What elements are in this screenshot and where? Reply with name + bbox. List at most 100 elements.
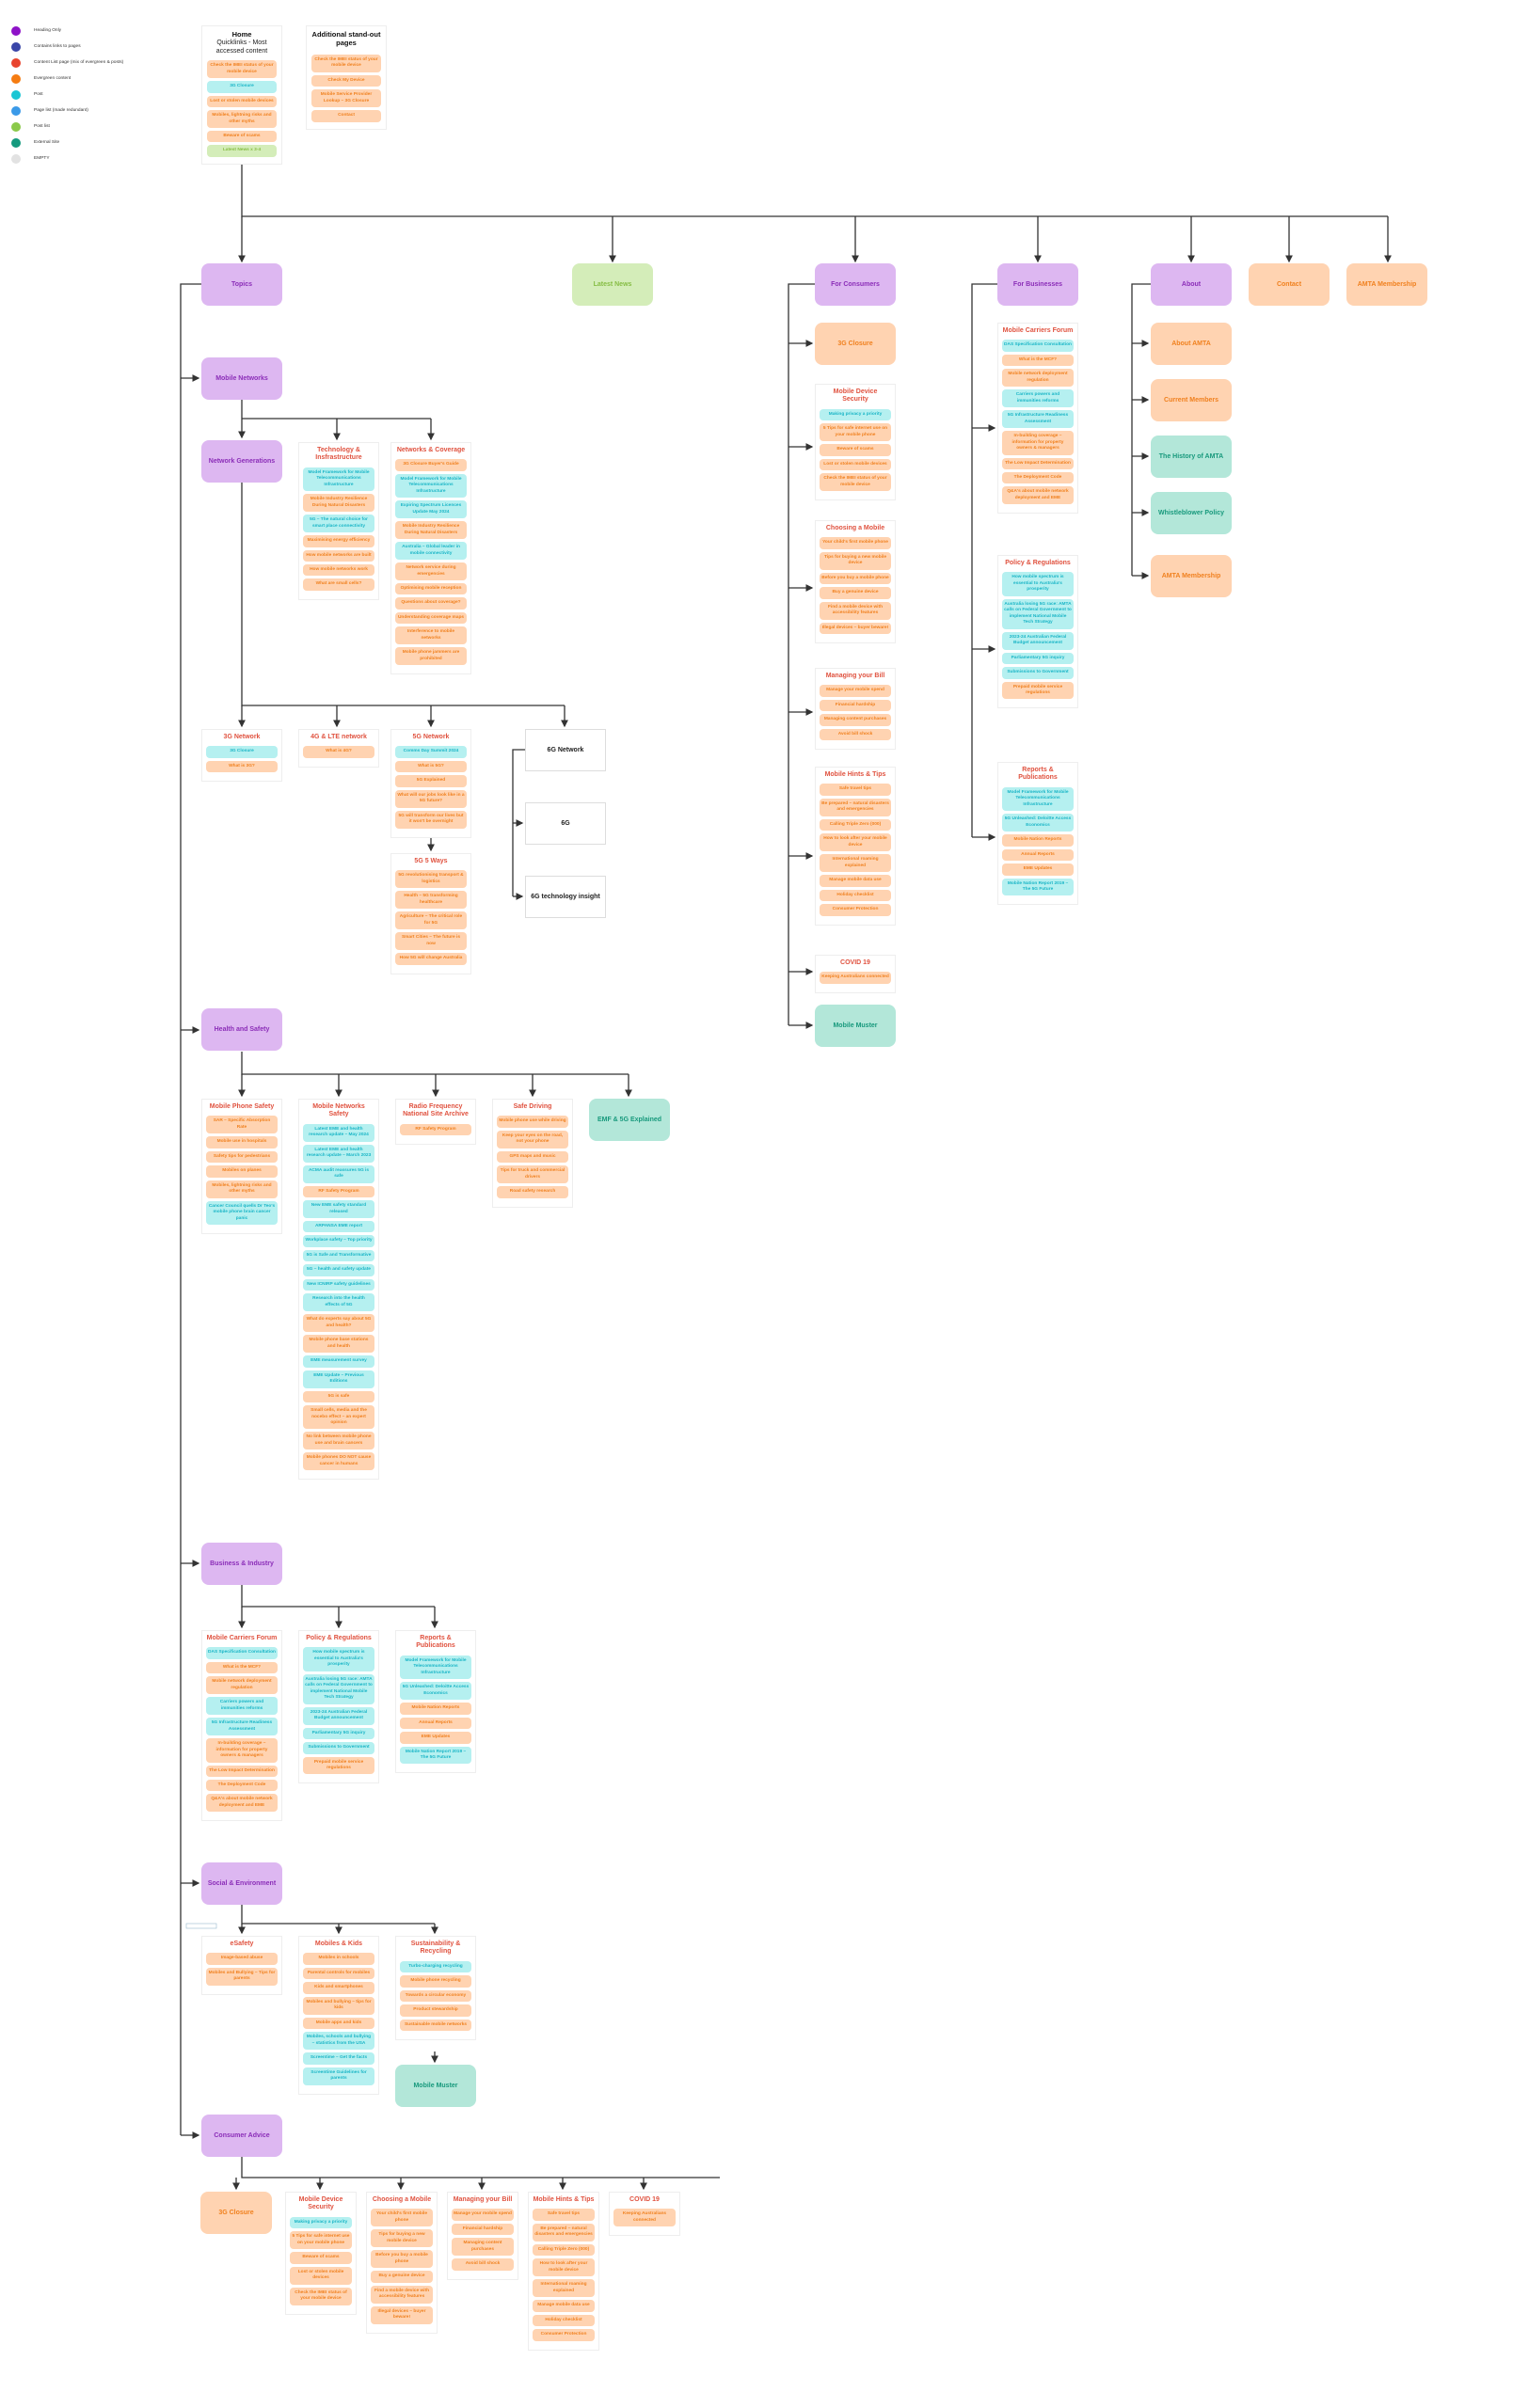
page-link-item[interactable]: What is 5G?	[395, 760, 467, 773]
node-3g-closure[interactable]: 3G Closure	[815, 323, 896, 365]
list-title[interactable]: Mobile Device Security	[833, 388, 878, 404]
page-link-item[interactable]: Mobile Nation Reports	[1002, 834, 1074, 847]
page-link-item[interactable]: International roaming explained	[820, 854, 891, 873]
node-for-businesses[interactable]: For Businesses	[997, 263, 1078, 306]
page-link-item[interactable]: Optimising mobile reception	[395, 583, 467, 595]
page-link-item[interactable]: Mobile Service Provider Lookup – 3G Clos…	[311, 89, 381, 108]
node-latest-news[interactable]: Latest News	[572, 263, 653, 306]
page-link-item[interactable]: Model Framework for Mobile Telecommunica…	[1002, 786, 1074, 812]
page-link-item[interactable]: Contact	[311, 110, 381, 122]
page-link-item[interactable]: New EME safety standard released	[303, 1200, 374, 1218]
page-link-item[interactable]: Making privacy a priority	[820, 408, 891, 421]
page-link-item[interactable]: Understanding coverage maps	[395, 611, 467, 625]
page-link-item[interactable]: How to look after your mobile device	[820, 833, 891, 852]
list-title[interactable]: Policy & Regulations	[1005, 560, 1071, 566]
node-about[interactable]: About	[1151, 263, 1232, 306]
page-link-item[interactable]: Tips for buying a new mobile device	[820, 551, 891, 570]
page-link-item[interactable]: Comms Day Summit 2024	[395, 746, 467, 758]
page-link-item[interactable]: Illegal devices – buyer beware!	[820, 622, 891, 635]
page-link-item[interactable]: Mobiles and bullying – tips for kids	[303, 1996, 374, 2015]
node-mobile-networks[interactable]: Mobile Networks	[201, 357, 282, 400]
page-link-item[interactable]: Mobiles and Bullying – Tips for parents	[206, 1967, 278, 1986]
page-link-item[interactable]: Consumer Protection	[533, 2329, 595, 2341]
page-link-item[interactable]: Safe travel tips	[820, 784, 891, 796]
page-link-item[interactable]: ARPANSA EME report	[303, 1221, 374, 1233]
page-link-item[interactable]: Managing content purchases	[452, 2238, 514, 2257]
page-link-item[interactable]: Lost or stolen mobile devices	[820, 458, 891, 471]
list-title[interactable]: 4G & LTE network	[311, 734, 367, 740]
list-title[interactable]: 5G Network	[412, 734, 450, 740]
node-6g[interactable]: 6G	[525, 802, 606, 845]
page-link-item[interactable]: DAS Specification Consultation	[1002, 340, 1074, 352]
page-link-item[interactable]: 5G is safe	[303, 1390, 374, 1403]
page-link-item[interactable]: Q&A's about mobile network deployment an…	[1002, 486, 1074, 505]
page-link-item[interactable]: What are small cells?	[303, 578, 374, 591]
node-about-amta[interactable]: About AMTA	[1151, 323, 1232, 365]
page-link-item[interactable]: Product stewardship	[400, 2004, 471, 2017]
page-link-item[interactable]: Avoid bill shock	[820, 728, 891, 741]
node-current-members[interactable]: Current Members	[1151, 379, 1232, 421]
list-title[interactable]: Safe Driving	[513, 1103, 552, 1110]
list-title[interactable]: 5G 5 Ways	[414, 858, 448, 864]
page-link-item[interactable]: Avoid bill shock	[452, 2258, 514, 2271]
page-link-item[interactable]: 5G Infrastructure Readiness Assessment	[206, 1718, 278, 1736]
page-link-item[interactable]: Mobile Nation Report 2019 – The 5G Futur…	[400, 1746, 471, 1765]
node-social-environment[interactable]: Social & Environment	[201, 1862, 282, 1905]
page-link-item[interactable]: How 5G will change Australia	[395, 953, 467, 965]
page-link-item[interactable]: Model Framework for Mobile Telecommunica…	[395, 473, 467, 499]
page-link-item[interactable]: ACMA audit reassures 5G is safe	[303, 1164, 374, 1183]
page-link-item[interactable]: What is 3G?	[206, 760, 278, 773]
page-link-item[interactable]: The Deployment Code	[206, 1780, 278, 1792]
page-link-item[interactable]: Tips for buying a new mobile device	[371, 2229, 433, 2248]
page-link-item[interactable]: Beware of scams	[207, 131, 277, 143]
page-link-item[interactable]: Manage mobile data use	[533, 2300, 595, 2312]
page-link-item[interactable]: RF Safety Program	[400, 1123, 471, 1136]
page-link-item[interactable]: Mobiles on planes	[206, 1165, 278, 1178]
page-link-item[interactable]: Mobile network deployment regulation	[206, 1676, 278, 1695]
page-link-item[interactable]: Safety tips for pedestrians	[206, 1150, 278, 1164]
page-link-item[interactable]: 3G Closure Buyer's Guide	[395, 459, 467, 471]
page-link-item[interactable]: RF Safety Program	[303, 1185, 374, 1198]
page-link-item[interactable]: Keep your eyes on the road, not your pho…	[497, 1130, 568, 1149]
page-link-item[interactable]: How mobile spectrum is essential to Aust…	[303, 1647, 374, 1671]
page-link-item[interactable]: Screentime Guidelines for parents	[303, 2067, 374, 2085]
page-link-item[interactable]: Sustainable mobile networks	[400, 2019, 471, 2032]
page-link-item[interactable]: Road safety research	[497, 1186, 568, 1198]
page-link-item[interactable]: Screentime – Get the facts	[303, 2052, 374, 2065]
page-link-item[interactable]: Prepaid mobile service regulations	[303, 1756, 374, 1775]
list-title[interactable]: Reports & Publications	[416, 1635, 455, 1650]
node-whistleblower[interactable]: Whistleblower Policy	[1151, 492, 1232, 534]
list-title[interactable]: Managing your Bill	[825, 673, 885, 679]
page-link-item[interactable]: The Low Impact Determination	[206, 1765, 278, 1778]
page-link-item[interactable]: How to look after your mobile device	[533, 2258, 595, 2277]
page-link-item[interactable]: Carriers powers and immunities reforms	[1002, 389, 1074, 408]
page-link-item[interactable]: Towards a circular economy	[400, 1989, 471, 2003]
page-link-item[interactable]: Image-based abuse	[206, 1953, 278, 1965]
page-link-item[interactable]: 5G revolutionising transport & logistics	[395, 870, 467, 889]
page-link-item[interactable]: Health – 5G transforming healthcare	[395, 891, 467, 910]
page-link-item[interactable]: What is the MCF?	[1002, 354, 1074, 367]
page-link-item[interactable]: Kids and smartphones	[303, 1982, 374, 1994]
page-link-item[interactable]: Making privacy a priority	[290, 2216, 352, 2229]
page-link-item[interactable]: 5 Tips for safe internet use on your mob…	[820, 423, 891, 442]
page-link-item[interactable]: How mobile spectrum is essential to Aust…	[1002, 572, 1074, 596]
page-link-item[interactable]: Turbo-charging recycling	[400, 1960, 471, 1973]
page-link-item[interactable]: Carriers powers and immunities reforms	[206, 1697, 278, 1716]
list-title[interactable]: Mobile Hints & Tips	[824, 771, 886, 778]
page-link-item[interactable]: Submissions to Government	[303, 1742, 374, 1754]
page-link-item[interactable]: Mobiles, schools and bullying – statisti…	[303, 2032, 374, 2051]
list-title[interactable]: Mobile Phone Safety	[209, 1103, 275, 1110]
page-link-item[interactable]: Latest EME and health research update – …	[303, 1123, 374, 1142]
list-title[interactable]: Choosing a Mobile	[825, 525, 885, 531]
page-link-item[interactable]: Lost or stolen mobile devices	[290, 2266, 352, 2285]
node-social-mobile-muster[interactable]: Mobile Muster	[395, 2065, 476, 2107]
page-link-item[interactable]: Smart Cities – The future is now	[395, 932, 467, 951]
page-link-item[interactable]: Illegal devices – buyer beware!	[371, 2305, 433, 2324]
node-for-consumers[interactable]: For Consumers	[815, 263, 896, 306]
page-link-item[interactable]: DAS Specification Consultation	[206, 1647, 278, 1659]
page-link-item[interactable]: Annual Reports	[400, 1717, 471, 1730]
page-link-item[interactable]: Network service during emergencies	[395, 562, 467, 581]
page-link-item[interactable]: New ICNIRP safety guidelines	[303, 1278, 374, 1291]
page-link-item[interactable]: Managing content purchases	[820, 714, 891, 726]
page-link-item[interactable]: Lost or stolen mobile devices	[207, 95, 277, 108]
